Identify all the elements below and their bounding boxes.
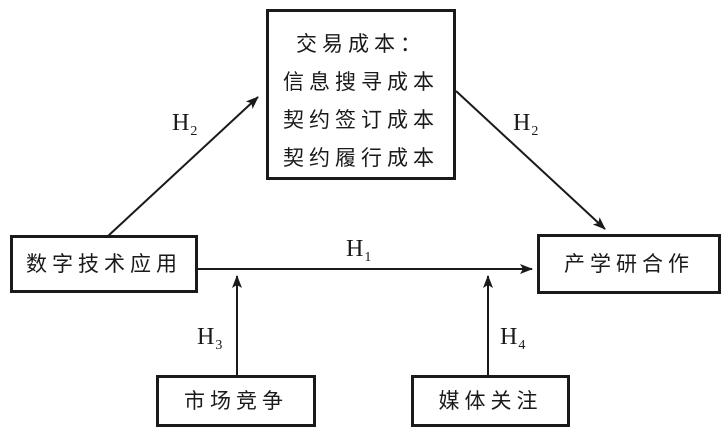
label-h1-subscript: 1 <box>364 250 372 265</box>
arrow-h2-right-diagonal <box>455 90 606 230</box>
transaction-cost-item-search: 信息搜寻成本 <box>283 70 439 94</box>
label-h4-base: H <box>500 324 518 350</box>
label-h3: H3 <box>197 324 222 359</box>
box-transaction-cost: 交易成本： 信息搜寻成本 契约签订成本 契约履行成本 <box>266 9 456 180</box>
media-attention-label: 媒体关注 <box>438 389 543 413</box>
box-industry-university-research-cooperation: 产学研合作 <box>537 234 721 294</box>
label-h4-subscript: 4 <box>518 338 526 353</box>
label-h2-left-subscript: 2 <box>190 124 198 139</box>
transaction-cost-title: 交易成本： <box>296 32 426 56</box>
label-h1: H1 <box>346 236 371 271</box>
box-media-attention: 媒体关注 <box>411 375 570 427</box>
arrow-h2-left-diagonal <box>107 96 259 237</box>
cooperation-label: 产学研合作 <box>564 252 694 276</box>
label-h1-base: H <box>346 236 364 262</box>
transaction-cost-item-performance: 契约履行成本 <box>283 146 439 170</box>
label-h3-base: H <box>197 324 215 350</box>
market-competition-label: 市场竞争 <box>184 389 288 413</box>
label-h4: H4 <box>500 324 525 359</box>
digital-technology-label: 数字技术应用 <box>26 252 182 276</box>
label-h2-right: H2 <box>513 110 538 145</box>
box-market-competition: 市场竞争 <box>156 375 316 427</box>
label-h2-right-subscript: 2 <box>531 124 539 139</box>
transaction-cost-item-signing: 契约签订成本 <box>283 108 439 132</box>
label-h2-left-base: H <box>172 110 190 136</box>
label-h3-subscript: 3 <box>215 338 223 353</box>
box-digital-technology: 数字技术应用 <box>10 235 198 293</box>
label-h2-right-base: H <box>513 110 531 136</box>
label-h2-left: H2 <box>172 110 197 145</box>
